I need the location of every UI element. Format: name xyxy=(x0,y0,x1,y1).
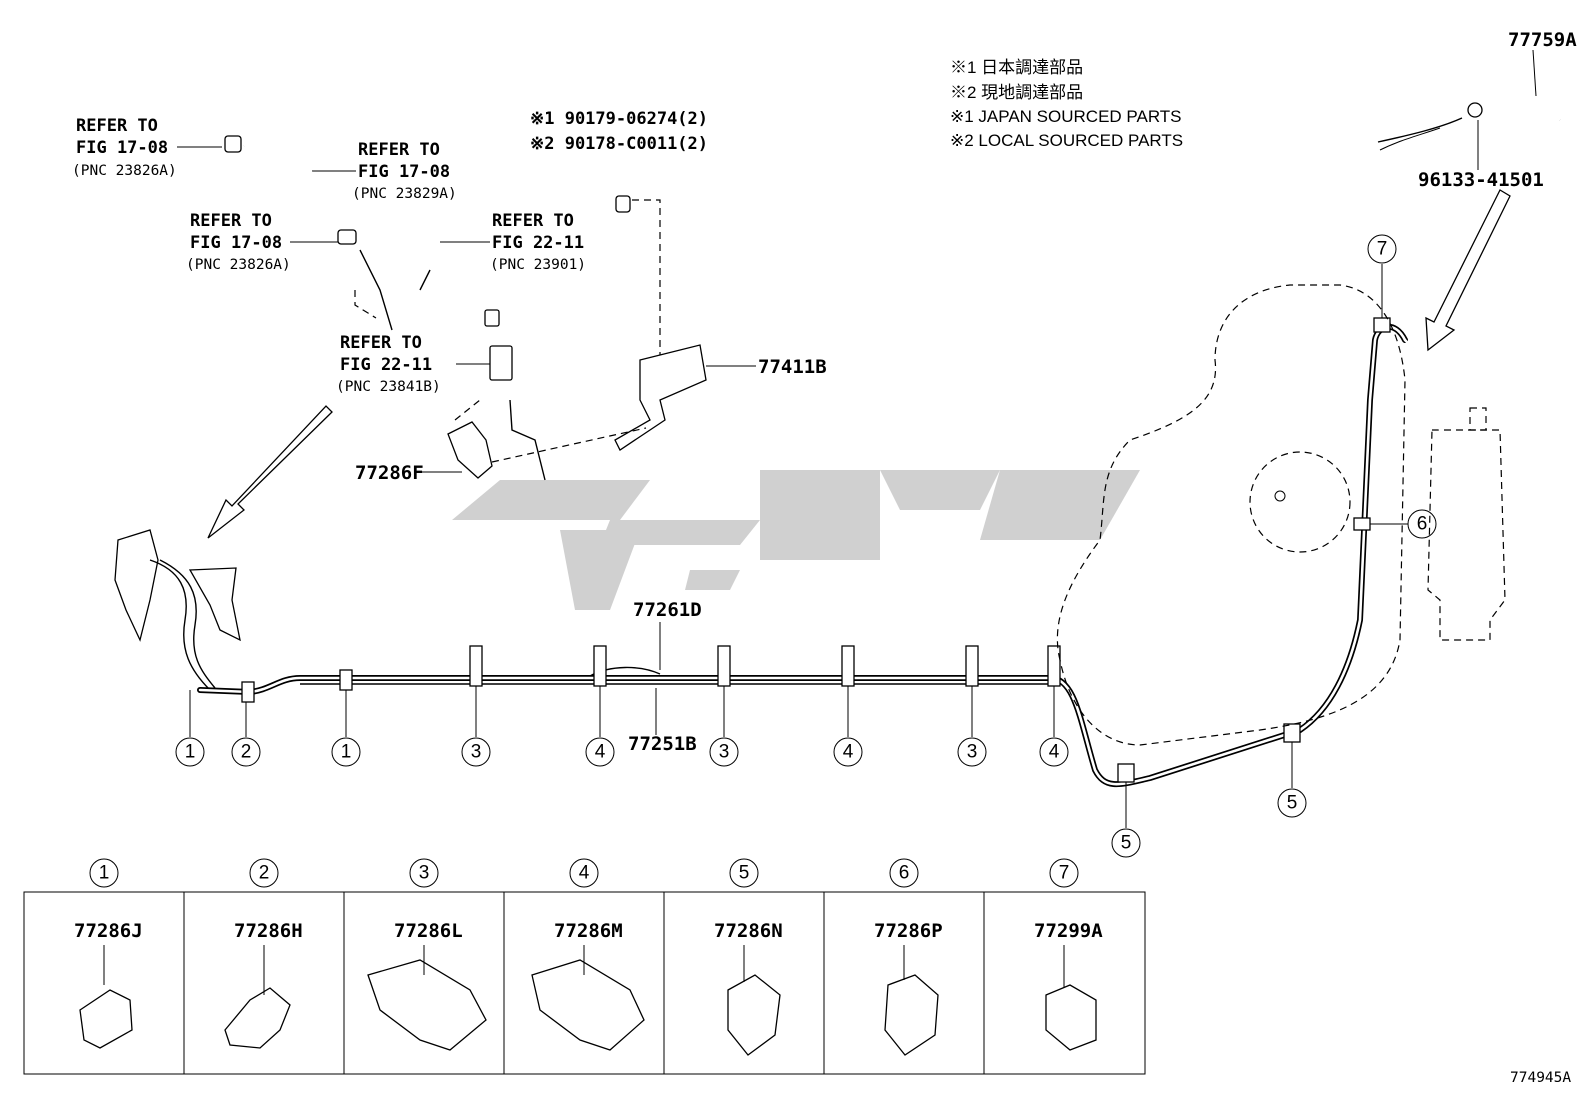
table-part-7: 77299A xyxy=(1034,920,1103,942)
note-line-3: ※1 JAPAN SOURCED PARTS xyxy=(950,107,1182,126)
svg-text:FIG 17-08: FIG 17-08 xyxy=(190,233,282,253)
marker-3b: 3 xyxy=(719,742,730,763)
clip-table: 1 2 3 4 5 6 7 77286J 77286H 77286L 77286… xyxy=(23,858,1146,1075)
svg-text:(PNC 23841B): (PNC 23841B) xyxy=(336,379,441,395)
table-num-2: 2 xyxy=(259,863,270,884)
marker-1b: 1 xyxy=(341,742,352,763)
clip-sketch-77286M xyxy=(531,959,645,1051)
label-77251B: 77251B xyxy=(628,733,697,755)
table-num-3: 3 xyxy=(419,863,430,884)
table-part-5: 77286N xyxy=(714,920,783,942)
marker-6: 6 xyxy=(1417,514,1428,535)
marker-4a: 4 xyxy=(595,742,606,763)
marker-3c: 3 xyxy=(967,742,978,763)
figure-id: 774945A xyxy=(1510,1070,1571,1086)
clip-sketch-77286P xyxy=(884,974,939,1056)
marker-3a: 3 xyxy=(471,742,482,763)
ref-label-1: REFER TO FIG 17-08 (PNC 23826A) xyxy=(72,116,222,179)
note-line-4: ※2 LOCAL SOURCED PARTS xyxy=(950,131,1183,150)
clip-sketch-77299A xyxy=(1045,984,1097,1051)
svg-text:(PNC 23826A): (PNC 23826A) xyxy=(72,163,177,179)
label-77759A: 77759A xyxy=(1508,29,1577,51)
note-line-2: ※2 現地調達部品 xyxy=(950,83,1083,102)
label-77286F: 77286F xyxy=(355,462,424,484)
svg-text:FIG 17-08: FIG 17-08 xyxy=(76,138,168,158)
svg-text:REFER TO: REFER TO xyxy=(492,211,574,231)
marker-7: 7 xyxy=(1377,239,1388,260)
ref-label-5: REFER TO FIG 22-11 (PNC 23841B) xyxy=(336,333,490,395)
marker-1a: 1 xyxy=(185,742,196,763)
note-line-1: ※1 日本調達部品 xyxy=(950,58,1083,77)
direction-arrow-left xyxy=(207,405,333,539)
table-num-6: 6 xyxy=(899,863,910,884)
marker-5a: 5 xyxy=(1121,833,1132,854)
clip-sketch-77286L xyxy=(367,959,487,1051)
watermark-logo xyxy=(452,470,1140,610)
ref-label-3: REFER TO FIG 17-08 (PNC 23826A) xyxy=(186,211,340,273)
charcoal-canister xyxy=(1403,338,1506,641)
marker-5b: 5 xyxy=(1287,793,1298,814)
table-part-4: 77286M xyxy=(554,920,623,942)
label-96133-41501: 96133-41501 xyxy=(1418,169,1544,191)
marker-4b: 4 xyxy=(843,742,854,763)
clip-sketch-77286N xyxy=(727,974,781,1056)
ref-label-4: REFER TO FIG 22-11 (PNC 23901) xyxy=(440,211,586,273)
svg-text:(PNC 23829A): (PNC 23829A) xyxy=(352,186,457,202)
svg-text:(PNC 23901): (PNC 23901) xyxy=(490,257,586,273)
marker-2: 2 xyxy=(241,742,252,763)
table-num-5: 5 xyxy=(739,863,750,884)
svg-text:FIG 17-08: FIG 17-08 xyxy=(358,162,450,182)
clip-sketch-77286J xyxy=(79,989,133,1049)
svg-text:REFER TO: REFER TO xyxy=(190,211,272,231)
fuel-tank xyxy=(1056,284,1406,746)
upper-hose-assembly xyxy=(224,135,513,381)
label-77261D: 77261D xyxy=(633,599,702,621)
label-77411B: 77411B xyxy=(758,356,827,378)
svg-text:FIG 22-11: FIG 22-11 xyxy=(492,233,584,253)
table-part-3: 77286L xyxy=(394,920,463,942)
bracket-77411B: 77411B xyxy=(614,195,827,451)
table-num-4: 4 xyxy=(579,863,590,884)
table-part-6: 77286P xyxy=(874,920,943,942)
bolt-note-1: ※1 90179-06274(2) xyxy=(530,109,708,129)
table-num-1: 1 xyxy=(99,863,110,884)
table-num-7: 7 xyxy=(1059,863,1070,884)
table-part-2: 77286H xyxy=(234,920,303,942)
clamp-markers: 1 2 1 3 4 3 4 3 4 5 5 6 7 xyxy=(175,234,1437,858)
svg-text:REFER TO: REFER TO xyxy=(76,116,158,136)
svg-text:FIG 22-11: FIG 22-11 xyxy=(340,355,432,375)
svg-text:(PNC 23826A): (PNC 23826A) xyxy=(186,257,291,273)
marker-4c: 4 xyxy=(1049,742,1060,763)
svg-text:REFER TO: REFER TO xyxy=(340,333,422,353)
ref-label-2: REFER TO FIG 17-08 (PNC 23829A) xyxy=(312,140,457,202)
bolt-note-2: ※2 90178-C0011(2) xyxy=(530,134,708,154)
table-part-1: 77286J xyxy=(74,920,143,942)
hose-77759A: 77759A 96133-41501 xyxy=(1377,29,1577,191)
svg-text:REFER TO: REFER TO xyxy=(358,140,440,160)
left-pipe-end xyxy=(114,529,241,691)
clip-77286F: 77286F xyxy=(355,399,647,484)
direction-arrow-right xyxy=(1425,189,1511,352)
clip-sketch-77286H xyxy=(224,987,291,1049)
